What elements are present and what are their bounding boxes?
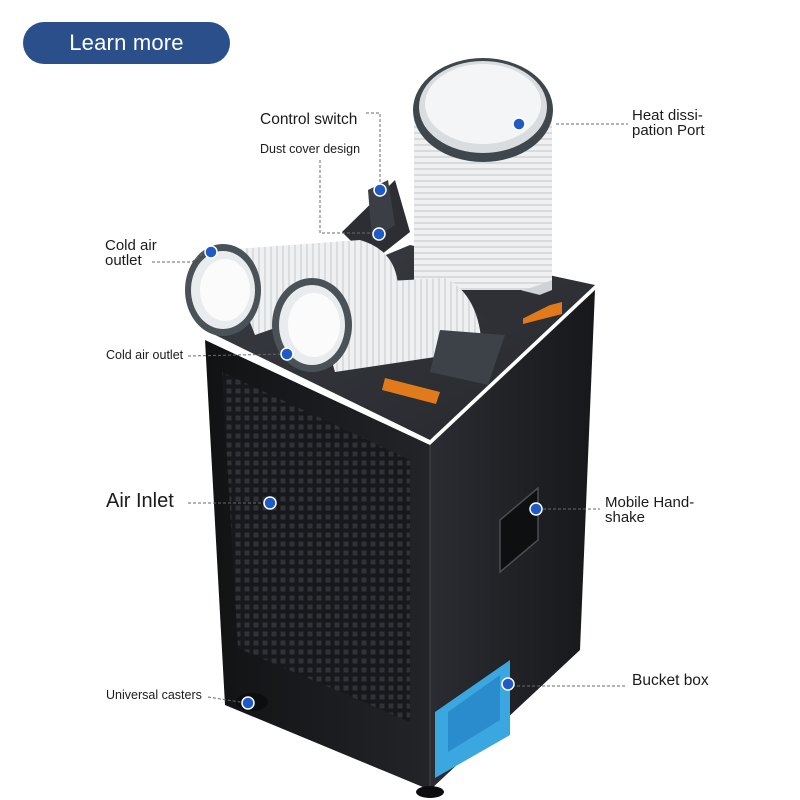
- mobile-handle-recess: [499, 486, 539, 574]
- marker-air-inlet: [263, 496, 277, 510]
- annotation-markers: [204, 117, 543, 710]
- leader-lines: [152, 112, 628, 704]
- label-cold-air-outlet-bottom: Cold air outlet: [106, 348, 184, 362]
- marker-bucket-box: [501, 677, 515, 691]
- marker-heat-port: [512, 117, 526, 131]
- air-inlet-grille: [222, 372, 410, 722]
- label-cold-air-outlet-top: Cold air outlet: [105, 238, 157, 268]
- marker-universal-casters: [241, 696, 255, 710]
- label-mobile-line-1: Mobile Hand-: [605, 494, 695, 511]
- label-mobile-handshake: Mobile Hand- shake: [605, 495, 694, 525]
- label-heat-line-1: Heat dissi-: [632, 107, 703, 124]
- marker-control-switch: [373, 183, 387, 197]
- label-universal-casters: Universal casters: [106, 688, 202, 702]
- marker-cold-air-outlet-bottom: [280, 347, 294, 361]
- label-cold-top-line-2: outlet: [105, 252, 142, 269]
- marker-dust-cover: [372, 227, 386, 241]
- label-air-inlet: Air Inlet: [106, 490, 174, 512]
- label-heat-line-2: pation Port: [632, 122, 705, 139]
- learn-more-button[interactable]: Learn more: [23, 22, 230, 64]
- label-cold-top-line-1: Cold air: [105, 237, 157, 254]
- marker-mobile-handshake: [529, 502, 543, 516]
- label-bucket-box: Bucket box: [632, 672, 709, 689]
- label-mobile-line-2: shake: [605, 509, 646, 526]
- marker-cold-air-outlet-top: [204, 245, 218, 259]
- label-heat-dissipation-port: Heat dissi- pation Port: [632, 108, 705, 138]
- label-dust-cover-design: Dust cover design: [260, 142, 361, 156]
- label-control-switch: Control switch: [260, 111, 358, 128]
